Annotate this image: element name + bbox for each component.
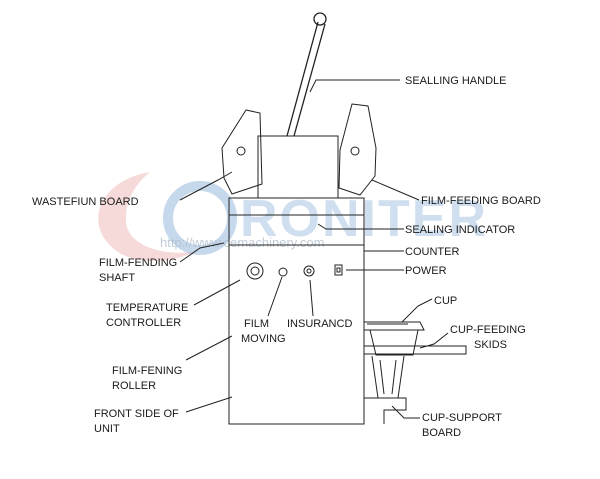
- left-board-bolt-icon: [236, 146, 246, 156]
- cup-area: [364, 321, 467, 424]
- label-film-fening-roller-line1: FILM-FENING: [112, 365, 182, 377]
- front-side-of-unit: [228, 197, 365, 425]
- watermark-swoosh: [98, 172, 200, 261]
- waste-film-board: [221, 109, 263, 195]
- label-cup: CUP: [434, 295, 457, 307]
- cup-feeding-skids: [364, 345, 467, 355]
- right-board-bolt-icon: [350, 146, 360, 156]
- label-cup-support-board-line1: CUP-SUPPORT: [422, 412, 502, 424]
- watermark-url: http://www.cemachinery.com: [160, 235, 324, 250]
- label-insurancd: INSURANCD: [287, 318, 352, 330]
- label-front-side-line2: UNIT: [94, 423, 120, 435]
- label-temperature-controller-line2: CONTROLLER: [106, 317, 181, 329]
- label-power: POWER: [405, 265, 447, 277]
- label-film-fening-roller-line2: ROLLER: [112, 380, 156, 392]
- label-sealing-indicator: SEALING INDICATOR: [405, 224, 515, 236]
- cup-support-board: [364, 397, 407, 424]
- label-wastefiun-board: WASTEFIUN BOARD: [32, 196, 139, 208]
- temperature-controller: [246, 262, 264, 280]
- watermark-brand: RONITER: [240, 190, 488, 248]
- label-temperature-controller-line1: TEMPERATURE: [106, 302, 188, 314]
- upper-housing: [257, 135, 339, 199]
- cup: [369, 329, 419, 356]
- label-film-moving-line1: FILM: [244, 318, 269, 330]
- watermark: RONITER http://www.cemachinery.com: [98, 172, 488, 261]
- label-film-fending-shaft-line2: SHAFT: [99, 272, 135, 284]
- label-front-side-line1: FRONT SIDE OF: [94, 408, 179, 420]
- label-film-fending-shaft-line1: FILM-FENDING: [99, 257, 177, 269]
- label-counter: COUNTER: [405, 246, 459, 258]
- label-cup-feeding-skids-line2: SKIDS: [474, 339, 507, 351]
- watermark-gear-icon: [163, 181, 237, 255]
- machine: [221, 12, 467, 425]
- label-film-moving-line2: MOVING: [241, 333, 286, 345]
- power-switch: [334, 264, 343, 276]
- sealing-handle: [286, 12, 327, 137]
- label-cup-support-board-line2: BOARD: [422, 427, 461, 439]
- leader-lines: [179, 79, 449, 419]
- label-cup-feeding-skids-line1: CUP-FEEDING: [450, 324, 526, 336]
- film-moving-switch: [278, 267, 288, 277]
- film-feeding-board-plate: [338, 103, 377, 196]
- label-sealling-handle: SEALLING HANDLE: [405, 75, 506, 87]
- insurance-switch: [303, 265, 315, 277]
- label-film-feeding-board: FILM-FEEDING BOARD: [421, 195, 541, 207]
- labels: SEALLING HANDLE WASTEFIUN BOARD FILM-FEE…: [32, 75, 541, 439]
